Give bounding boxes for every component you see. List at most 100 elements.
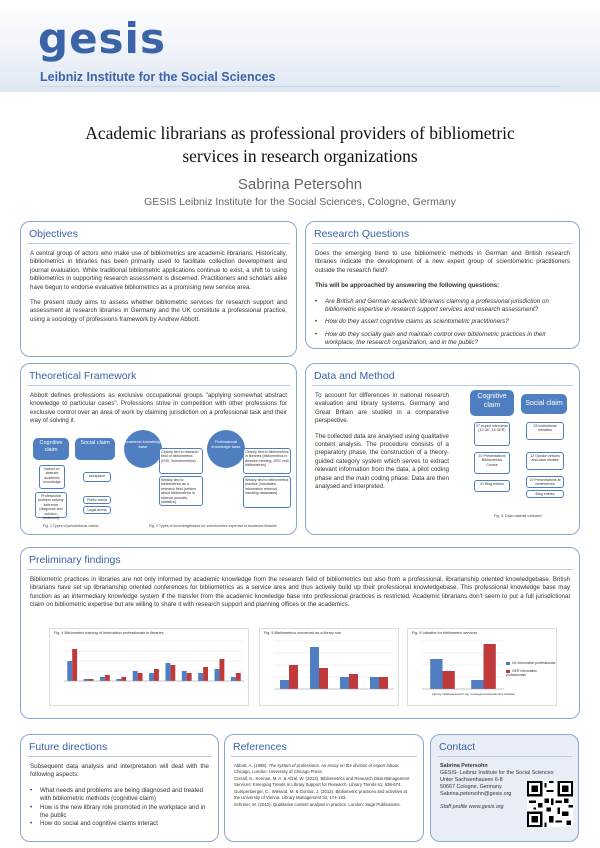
title-line-2: services in research organizations xyxy=(182,146,418,166)
chart-bar xyxy=(88,679,94,681)
fig1-public-arena: Public arena xyxy=(83,496,111,504)
chart-bar xyxy=(121,677,127,681)
fig1-workplace: workplace xyxy=(83,472,111,482)
chart-bar xyxy=(186,673,192,681)
fig2-academic-weak: Weakly tied to bibliometrics as a resear… xyxy=(159,476,203,506)
chart-bar xyxy=(154,669,159,681)
fig3-expert-interviews: 27 expert interviews (12 UK, 15 GER) xyxy=(474,422,510,446)
reference-2: Corrall, S., Kennan, M. A. & Afzal, W. (… xyxy=(234,776,410,787)
panel-divider xyxy=(27,385,290,386)
objectives-heading: Objectives xyxy=(29,228,79,240)
rq-question-1: Are British and German academic libraria… xyxy=(315,298,570,315)
legend-item-ger: GER information professionals xyxy=(506,669,538,677)
qr-code-icon xyxy=(527,781,573,827)
chart-bar xyxy=(379,677,388,689)
future-heading: Future directions xyxy=(29,741,108,753)
reference-4: Schreier, M. (2012). Qualitative content… xyxy=(234,802,401,807)
data-method-heading: Data and Method xyxy=(314,370,395,382)
contact-email[interactable]: Sabrina.petersohn@gesis.org xyxy=(440,791,512,797)
chart-bar xyxy=(116,679,122,681)
fig3-caption: Fig. 3. Data material collected xyxy=(494,514,542,518)
chart-fig6: Fig. 6 Initiative for bibliometric servi… xyxy=(407,628,557,706)
fig2-professional-knowledge-base: Professional knowledge base xyxy=(207,430,245,468)
theory-panel: Theoretical Framework Abbott defines pro… xyxy=(20,363,297,535)
fig3-conference-presentations: 19 Presentations at conferences xyxy=(526,476,564,488)
chart-bar xyxy=(310,647,319,689)
theory-para: Abbott defines professions as exclusive … xyxy=(30,392,287,425)
future-intro: Subsequent data analysis and interpretat… xyxy=(30,763,209,779)
chart-bar xyxy=(198,673,204,681)
poster-title: Academic librarians as professional prov… xyxy=(20,122,580,168)
logo-subtitle: Leibniz Institute for the Social Science… xyxy=(40,70,276,84)
chart-bar xyxy=(442,671,455,689)
chart-bar xyxy=(370,677,379,689)
chart-bar xyxy=(471,680,484,689)
contact-heading: Contact xyxy=(439,741,476,753)
fig1-based-academic: Based on abstract academic knowledge xyxy=(39,465,65,489)
chart-bar xyxy=(149,673,154,681)
chart-bar xyxy=(100,677,105,681)
chart-bar xyxy=(219,659,225,681)
panel-divider xyxy=(231,756,417,757)
chart-bar xyxy=(67,661,73,681)
chart-bar xyxy=(483,644,496,689)
chart-bar xyxy=(83,679,89,681)
chart-bar xyxy=(214,669,220,681)
fig1-legal-arena: Legal arena xyxy=(83,506,111,514)
chart-bar xyxy=(349,674,358,689)
author-name: Sabrina Petersohn xyxy=(237,176,363,193)
chart-bar xyxy=(430,659,443,689)
fig1-social-claim: Social claim xyxy=(75,438,115,460)
panel-divider xyxy=(312,243,573,244)
future-bullet-2: How is the new library role promoted in … xyxy=(30,804,209,821)
chart-bar xyxy=(235,673,241,681)
panel-divider xyxy=(27,756,212,757)
reference-1: Abbott, A. (1988). The system of profess… xyxy=(234,763,400,774)
references-heading: References xyxy=(233,741,287,753)
chart-bar xyxy=(132,671,138,681)
fig3-presentations-course: 10 Presentations Bibliometrics Course xyxy=(474,452,510,474)
chart-bar xyxy=(319,668,328,689)
data-method-para-1: To account for differences in national r… xyxy=(315,392,449,425)
panel-divider xyxy=(27,243,290,244)
chart-fig4-title: Fig. 4 Bibliometric training of informat… xyxy=(54,631,164,635)
gesis-logo: gesis xyxy=(38,14,166,63)
fig1-caption: Fig. 1 Types of jurisdictional claims xyxy=(43,524,99,528)
panel-divider xyxy=(312,385,573,386)
rq-question-2: How do they assert cognitive claims as s… xyxy=(315,318,570,327)
future-bullet-1: What needs and problems are being diagno… xyxy=(30,787,209,804)
rq-question-3: How do they socially gain and maintain c… xyxy=(315,331,570,348)
panel-divider xyxy=(27,569,573,570)
contact-org: GESIS- Leibniz Institute for the Social … xyxy=(440,770,554,776)
chart-bar xyxy=(280,680,289,689)
chart-bar xyxy=(181,671,187,681)
research-questions-panel: Research Questions Does the emerging tre… xyxy=(305,221,580,349)
fig3-social-blog-entries: Blog entries xyxy=(526,490,564,498)
chart-bar xyxy=(165,663,171,681)
staff-profile-link[interactable]: www.gesis.org xyxy=(468,804,504,810)
data-method-para-2: The collected data are analysed using qu… xyxy=(315,432,449,491)
fig2-academic-knowledge-base: Academic knowledge base xyxy=(124,430,162,468)
fig2-professional-weak: Weakly tied to bibliometrics practice (m… xyxy=(243,476,291,508)
chart-fig5-title: Fig. 5 Bibliometrics conceived as a libr… xyxy=(264,631,342,635)
chart-fig4: Fig. 4 Bibliometric training of informat… xyxy=(49,628,249,706)
reference-3: Gumpenberger, C., Wieland, M. & Gorraiz,… xyxy=(234,789,407,800)
panel-divider xyxy=(437,756,572,757)
fig3-blog-entries: 31 Blog entries xyxy=(474,480,510,492)
findings-para: Bibliometric practices in libraries are … xyxy=(30,576,570,609)
header-divider xyxy=(40,86,560,87)
theory-heading: Theoretical Framework xyxy=(29,370,137,382)
fig3-institutional-websites: 23 institutional websites xyxy=(526,422,564,440)
chart-bar xyxy=(170,665,176,681)
data-method-panel: Data and Method To account for differenc… xyxy=(305,363,580,535)
rq-intro: Does the emerging trend to use bibliomet… xyxy=(315,250,570,274)
legend-item-uk: UK information professionals xyxy=(506,661,556,665)
fig1-cognitive-claim: Cognitive claim xyxy=(33,438,69,460)
fig2-professional-close: Closely tied to bibliometrics in librari… xyxy=(243,448,291,474)
chart-fig6-legend: UK information professionals GER informa… xyxy=(506,661,556,677)
chart-bar xyxy=(289,665,298,689)
future-panel: Future directions Subsequent data analys… xyxy=(20,734,219,842)
x-tick-label: Library initiative xyxy=(432,692,453,696)
rq-lead: This will be approached by answering the… xyxy=(315,282,500,290)
chart-fig6-title: Fig. 6 Initiative for bibliometric servi… xyxy=(412,631,478,635)
